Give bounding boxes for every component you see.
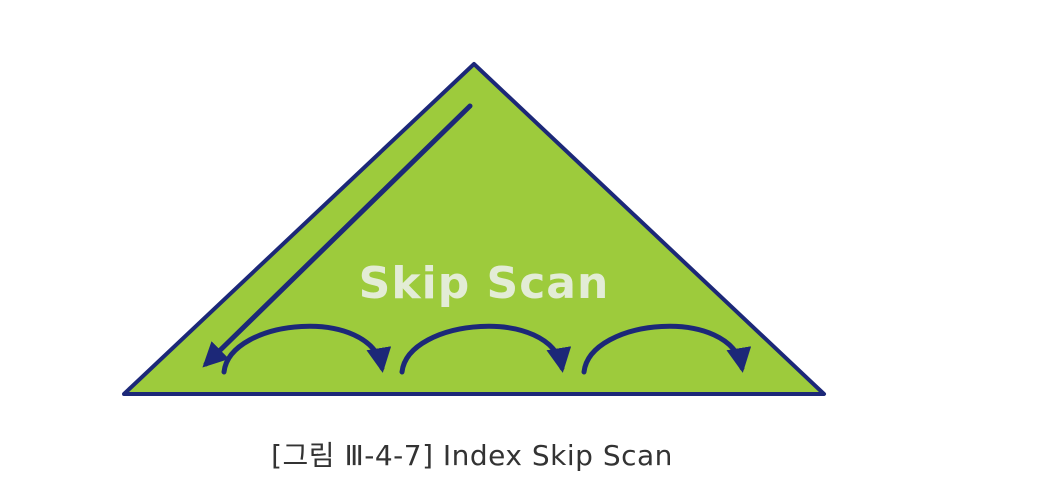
skip-arrow-2 [399,323,572,375]
figure-caption: [그림 Ⅲ-4-7] Index Skip Scan [271,439,673,472]
skip-scan-label: Skip Scan [358,258,610,309]
descend-arrow [202,103,473,368]
skip-arrow-3 [581,323,752,375]
index-tree-triangle [122,62,826,396]
skip-arrow-1 [221,323,392,375]
